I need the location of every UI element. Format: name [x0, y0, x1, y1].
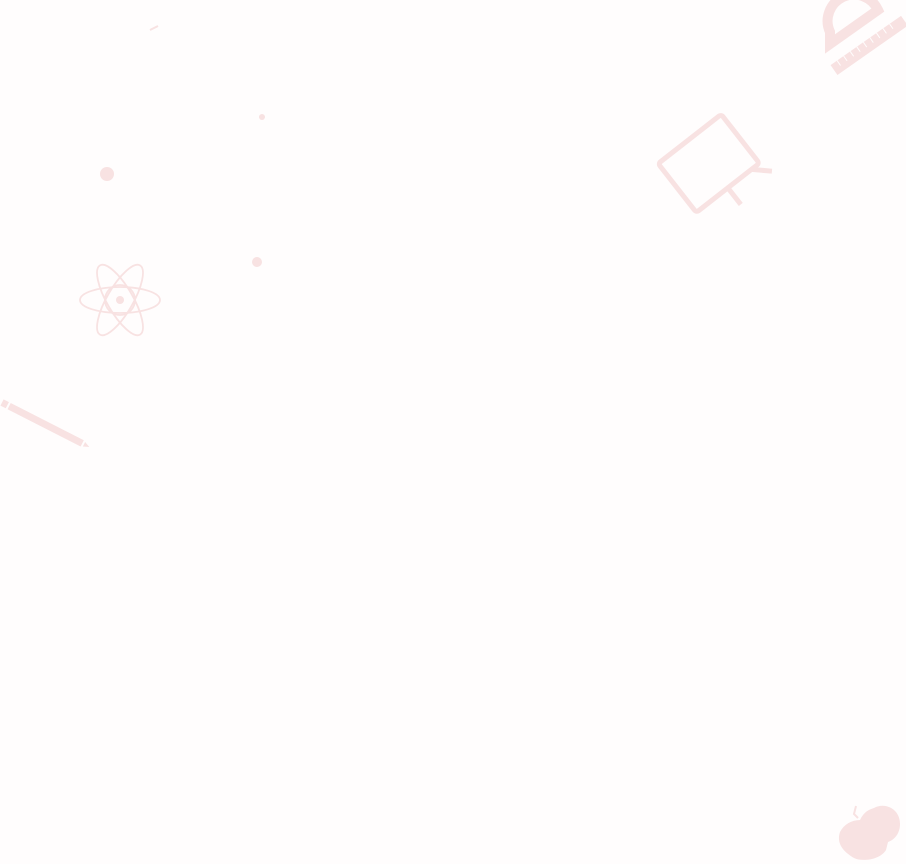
atom-icon	[79, 263, 161, 337]
dot-icon	[259, 114, 265, 120]
dash-icon	[149, 25, 159, 31]
dot-icon	[252, 257, 262, 267]
protractor-ruler-icon	[822, 0, 906, 75]
apple-icon	[838, 805, 900, 860]
easel-board-icon	[656, 113, 773, 214]
dot-icon	[100, 167, 114, 181]
pencil-icon	[0, 399, 90, 447]
